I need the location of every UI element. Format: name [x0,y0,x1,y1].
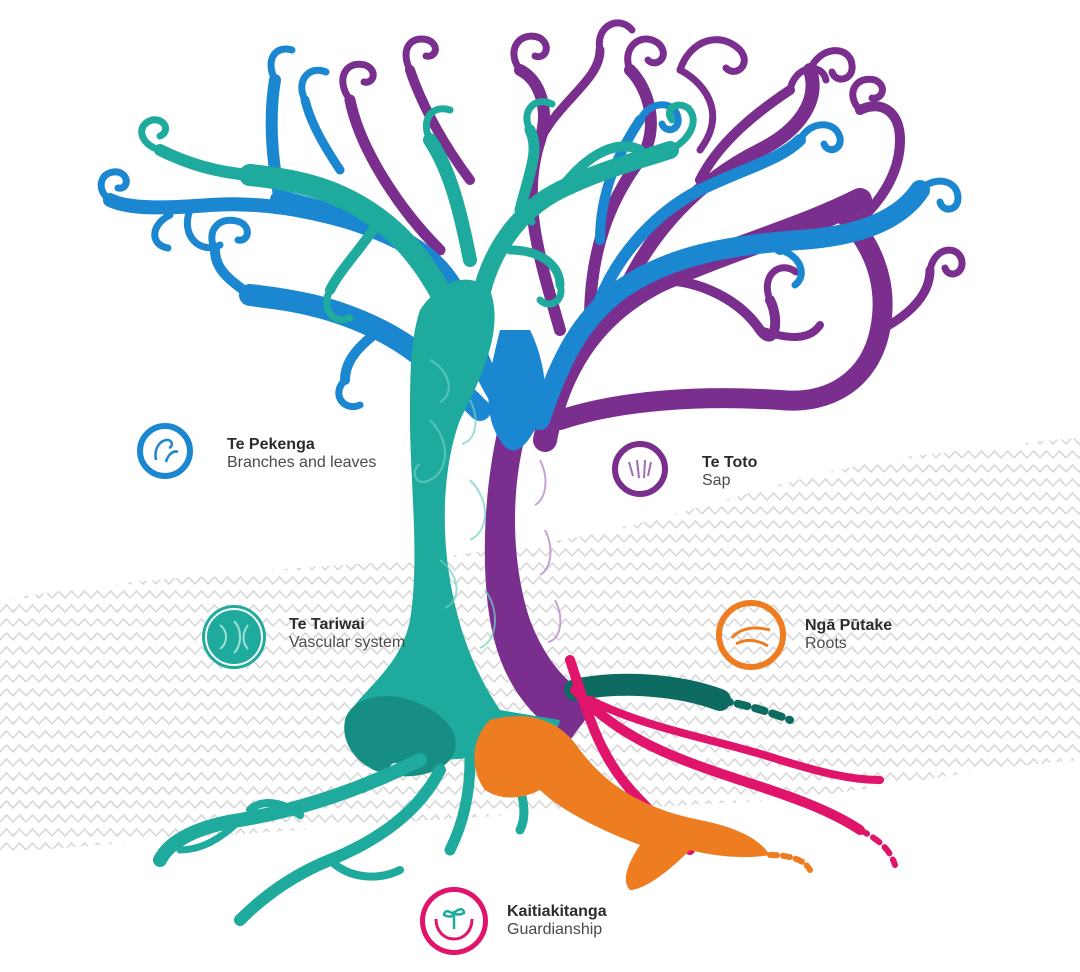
label-title: Te Pekenga [227,436,315,453]
koru-leaf-icon [137,423,193,479]
label-nga-putake: Ngā Pūtake Roots [805,617,892,654]
label-title: Ngā Pūtake [805,617,893,634]
vascular-pattern-icon [202,605,266,669]
label-subtitle: Sap [702,472,731,490]
roots-icon [716,600,786,670]
label-title: Te Tariwai [289,616,365,633]
label-te-toto: Te Toto Sap [702,454,757,491]
label-te-tariwai: Te Tariwai Vascular system [289,616,405,653]
purple-koru-curls [339,19,966,304]
label-title: Te Toto [702,454,758,471]
dark-teal-root [564,673,794,724]
label-title: Kaitiakitanga [507,903,607,920]
label-te-pekenga: Te Pekenga Branches and leaves [227,436,376,473]
label-subtitle: Branches and leaves [227,454,377,472]
tree-trunk [344,279,600,777]
label-kaitiakitanga: Kaitiakitanga Guardianship [507,903,607,940]
face-head [344,696,456,777]
teal-koru-curls [138,98,697,324]
blue-branches [103,74,930,440]
sap-drops-icon [612,441,668,497]
teal-branches [154,124,679,341]
blue-koru-curls [97,45,962,411]
hands-seedling-icon [420,887,488,955]
orange-roots [474,716,813,890]
label-subtitle: Guardianship [507,921,603,939]
label-subtitle: Roots [805,635,847,653]
label-subtitle: Vascular system [289,634,406,652]
